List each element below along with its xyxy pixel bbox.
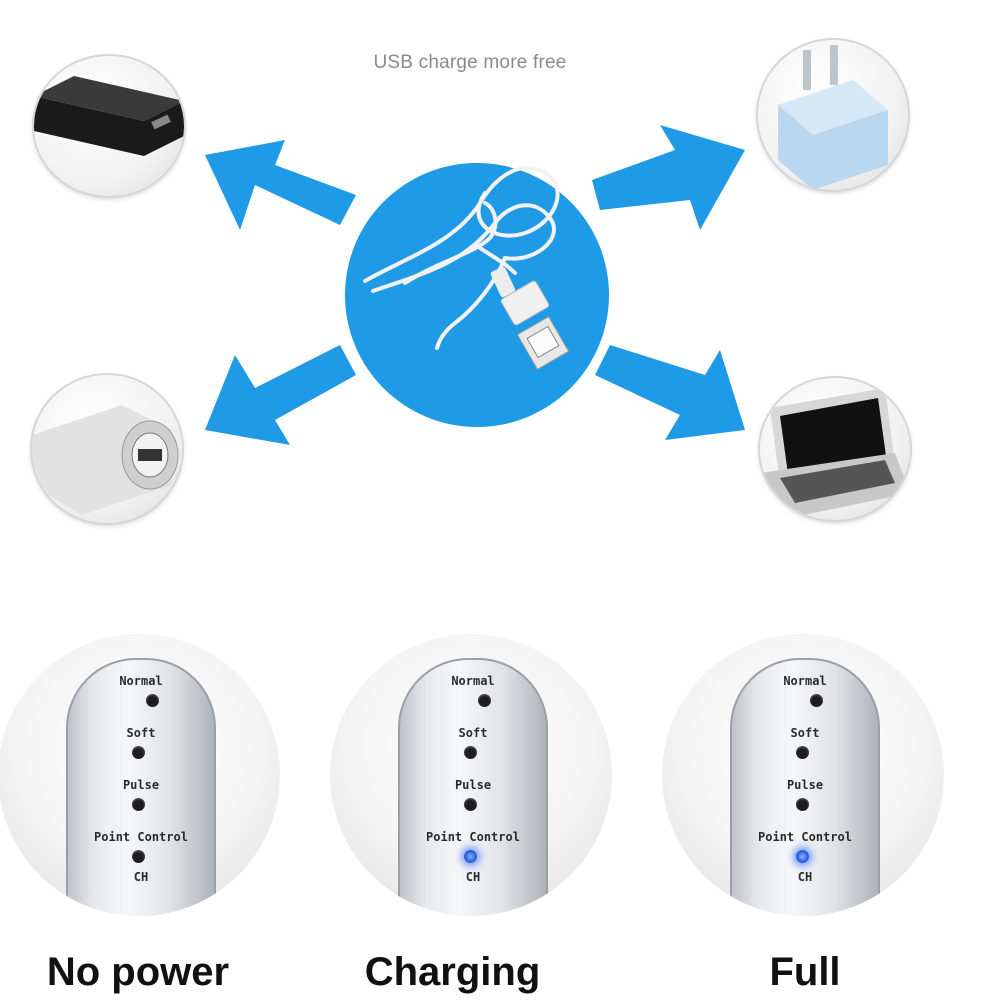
headline: USB charge more free — [373, 52, 567, 73]
label-normal: Normal — [451, 674, 495, 688]
status-no-power: No power — [46, 950, 230, 994]
arrows-layer — [205, 125, 745, 445]
label-soft: Soft — [458, 726, 488, 740]
car-charger-icon — [32, 405, 179, 515]
car-charger-device — [32, 375, 182, 523]
label-pulse: Pulse — [454, 778, 492, 792]
label-ch: CH — [465, 870, 481, 884]
panel-no-power: Normal Soft Pulse Point Control CH — [0, 634, 280, 916]
label-point-control: Point Control — [426, 830, 520, 844]
laptop-device — [760, 378, 910, 520]
label-normal: Normal — [119, 674, 163, 688]
label-pulse: Pulse — [786, 778, 824, 792]
indicator-pulse — [132, 798, 145, 811]
label-pulse: Pulse — [122, 778, 160, 792]
arrow-top-right-icon — [592, 125, 745, 230]
indicator-soft — [796, 746, 809, 759]
wall-adapter-device — [758, 40, 908, 190]
power-bank-icon — [34, 76, 184, 156]
control-strip: Normal Soft Pulse Point Control CH — [730, 658, 880, 916]
wall-adapter-icon — [778, 45, 888, 190]
label-point-control: Point Control — [94, 830, 188, 844]
label-soft: Soft — [790, 726, 820, 740]
label-soft: Soft — [126, 726, 156, 740]
label-ch: CH — [797, 870, 813, 884]
laptop-icon — [760, 388, 910, 520]
usb-cable-disc — [345, 163, 609, 427]
label-normal: Normal — [783, 674, 827, 688]
arrow-top-left-icon — [205, 140, 356, 230]
control-strip: Normal Soft Pulse Point Control CH — [398, 658, 548, 916]
indicator-normal — [146, 694, 159, 707]
indicator-ch — [796, 850, 809, 863]
usb-cable-icon — [363, 165, 570, 371]
label-ch: CH — [133, 870, 149, 884]
indicator-normal — [810, 694, 823, 707]
arrow-bottom-left-icon — [205, 345, 356, 445]
indicator-ch — [132, 850, 145, 863]
power-bank-device — [34, 56, 184, 196]
indicator-pulse — [464, 798, 477, 811]
panel-full: Normal Soft Pulse Point Control CH — [662, 634, 944, 916]
indicator-pulse — [796, 798, 809, 811]
panel-charging: Normal Soft Pulse Point Control CH — [330, 634, 612, 916]
status-full: Full — [769, 950, 841, 994]
arrow-bottom-right-icon — [595, 345, 745, 440]
control-strip: Normal Soft Pulse Point Control CH — [66, 658, 216, 916]
indicator-ch — [464, 850, 477, 863]
indicator-normal — [478, 694, 491, 707]
indicator-soft — [132, 746, 145, 759]
status-charging: Charging — [364, 950, 541, 994]
label-point-control: Point Control — [758, 830, 852, 844]
indicator-soft — [464, 746, 477, 759]
